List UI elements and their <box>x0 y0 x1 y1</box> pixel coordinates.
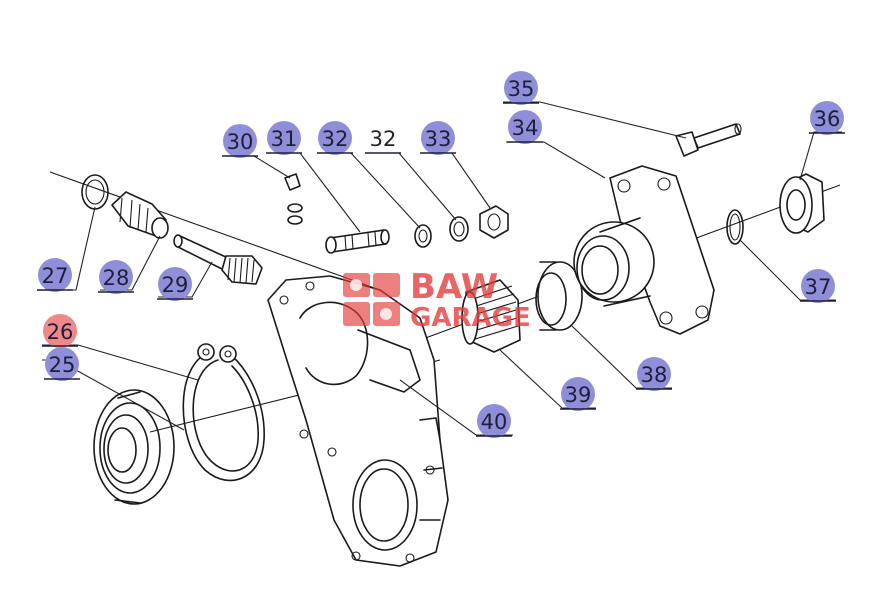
part-number-27: 27 <box>42 264 69 288</box>
gear-shaft-29 <box>173 234 263 285</box>
callout-40: 40 <box>476 404 512 438</box>
nut-33 <box>479 205 509 239</box>
o-ring-37 <box>726 209 744 245</box>
callout-35: 35 <box>503 71 539 105</box>
part-number-37: 37 <box>805 275 832 299</box>
part-number-29: 29 <box>162 273 189 297</box>
part-number-26: 26 <box>47 320 74 344</box>
watermark-logo: BAW GARAGE <box>343 267 531 333</box>
callout-37: 37 <box>800 269 836 303</box>
part-number-35: 35 <box>508 77 535 101</box>
nut-36 <box>779 173 825 234</box>
part-number-36: 36 <box>814 107 841 131</box>
washer-32b <box>449 216 469 242</box>
stud-31 <box>325 229 390 254</box>
callout-38: 38 <box>636 357 672 391</box>
part-number-25: 25 <box>49 353 76 377</box>
o-ring-27 <box>81 174 109 210</box>
callout-29: 29 <box>157 267 193 301</box>
callout-31: 31 <box>266 121 302 155</box>
watermark-line2: GARAGE <box>410 303 531 333</box>
part-number-31: 31 <box>271 127 298 151</box>
part-number-32b: 32 <box>370 127 397 151</box>
washer-32 <box>414 224 432 248</box>
part-number-40: 40 <box>481 410 508 434</box>
callout-26: 26 <box>42 314 78 348</box>
part-number-28: 28 <box>103 266 130 290</box>
circlip-26 <box>182 343 265 482</box>
part-number-34: 34 <box>512 116 539 140</box>
callout-36: 36 <box>809 101 845 135</box>
part-number-32: 32 <box>322 127 349 151</box>
callout-27: 27 <box>37 258 73 292</box>
watermark-line1: BAW <box>410 267 498 307</box>
callout-30: 30 <box>222 124 258 158</box>
worm-gear-39 <box>461 279 521 353</box>
part-number-30: 30 <box>227 130 254 154</box>
callout-34: 34 <box>507 110 543 144</box>
flange-housing-34 <box>573 165 715 335</box>
callout-25: 25 <box>44 347 80 381</box>
callout-32: 32 <box>317 121 353 155</box>
part-number-39: 39 <box>565 383 592 407</box>
sleeve-38 <box>535 261 583 331</box>
part-number-38: 38 <box>641 363 668 387</box>
part-number-33: 33 <box>425 127 452 151</box>
callout-39: 39 <box>560 377 596 411</box>
screw-30 <box>284 173 303 225</box>
callout-33: 33 <box>420 121 456 155</box>
callout-28: 28 <box>98 260 134 294</box>
sensor-housing-28 <box>111 191 169 239</box>
bearing-25 <box>93 389 175 505</box>
bolt-35 <box>675 123 742 157</box>
callout-32b: 32 <box>365 127 401 154</box>
